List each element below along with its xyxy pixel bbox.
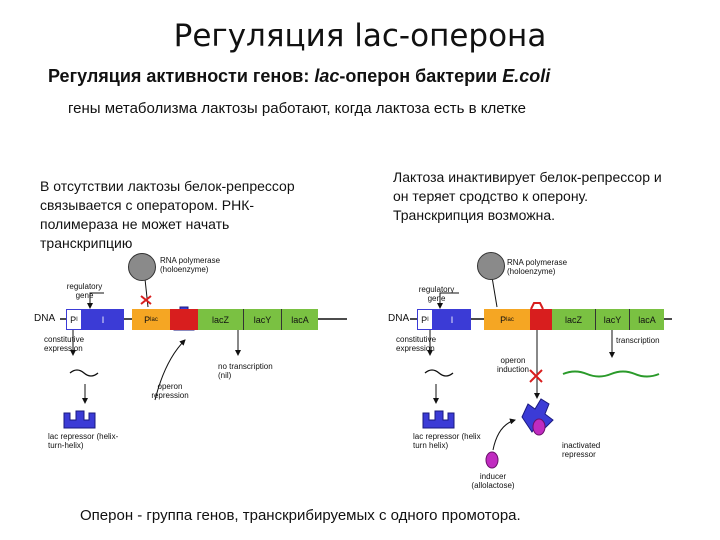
right-mrna-transcript — [562, 370, 660, 378]
right-operator-bump — [530, 302, 544, 310]
bound-inducer-shape — [532, 418, 546, 436]
right-lac-repressor-label: lac repressor (helix turn helix) — [413, 432, 481, 450]
right-panel-description: Лактоза инактивирует белок-репрессор и о… — [393, 169, 662, 223]
left-lacz: lacZ — [198, 309, 244, 330]
right-polymerase-stalk — [491, 276, 498, 308]
slide-title: Регуляция lac-оперона — [173, 18, 547, 54]
left-lac-repressor-label: lac repressor (helix-turn-helix) — [48, 432, 119, 450]
free-inducer-shape — [485, 451, 499, 469]
right-inducer-arrow — [492, 418, 516, 451]
left-lacy: lacY — [244, 309, 282, 330]
left-repression-arrow — [154, 339, 186, 401]
right-operon-induction-label: operon induction — [496, 356, 530, 374]
right-lac-repressor-shape — [422, 410, 455, 429]
left-panel-description: В отсутствии лактозы белок-репрессор свя… — [40, 178, 295, 251]
left-gene-i: I — [82, 309, 124, 330]
subheading: гены метаболизма лактозы работают, когда… — [68, 100, 526, 117]
right-gene-i: I — [433, 309, 471, 330]
footer-definition: Оперон - группа генов, транскрибируемых … — [80, 507, 521, 524]
left-regulatory-gene-label: regulatory gene — [66, 282, 103, 300]
inactivated-repressor-label: inactivated repressor — [562, 441, 601, 459]
heading-prefix: Регуляция активности генов: — [48, 66, 315, 86]
left-laca: lacA — [282, 309, 318, 330]
right-transcription-label: transcription — [616, 336, 660, 345]
right-mrna-curve — [424, 369, 454, 377]
right-lacy: lacY — [596, 309, 630, 330]
left-lac-repressor-shape — [63, 410, 96, 429]
right-laca: lacA — [630, 309, 664, 330]
inducer-label: inducer (allolactose) — [471, 472, 515, 490]
right-block-x — [529, 369, 543, 383]
left-regulatory-arrow — [87, 292, 104, 309]
right-rna-polymerase-label: RNA polymerase (holoenzyme) — [507, 258, 568, 276]
right-operator — [530, 309, 552, 330]
heading-organism: E.coli — [502, 66, 551, 86]
left-dna-label: DNA — [34, 313, 56, 324]
left-no-transcription-label: no transcription (nil) — [218, 362, 273, 380]
main-heading: Регуляция активности генов: lac-оперон б… — [48, 66, 550, 87]
left-mrna-curve — [69, 369, 99, 377]
left-operon-repression-label: operon repression — [151, 382, 189, 400]
left-polymerase-stalk — [144, 278, 149, 308]
right-rna-polymerase-icon — [477, 252, 505, 280]
right-lacz: lacZ — [552, 309, 596, 330]
heading-lac: lac — [314, 66, 340, 86]
left-constitutive-label: constitutive expression — [44, 335, 85, 353]
right-dna-label: DNA — [388, 313, 410, 324]
right-regulatory-arrow — [437, 292, 459, 309]
right-regulatory-gene-label: regulatory gene — [418, 285, 455, 303]
right-constitutive-label: constitutive expression — [396, 335, 437, 353]
left-rna-polymerase-label: RNA polymerase (holoenzyme) — [160, 256, 221, 274]
heading-middle: -оперон бактерии — [339, 66, 503, 86]
left-rna-polymerase-icon — [128, 253, 156, 281]
left-operator — [170, 309, 198, 330]
left-block-x — [140, 295, 152, 305]
